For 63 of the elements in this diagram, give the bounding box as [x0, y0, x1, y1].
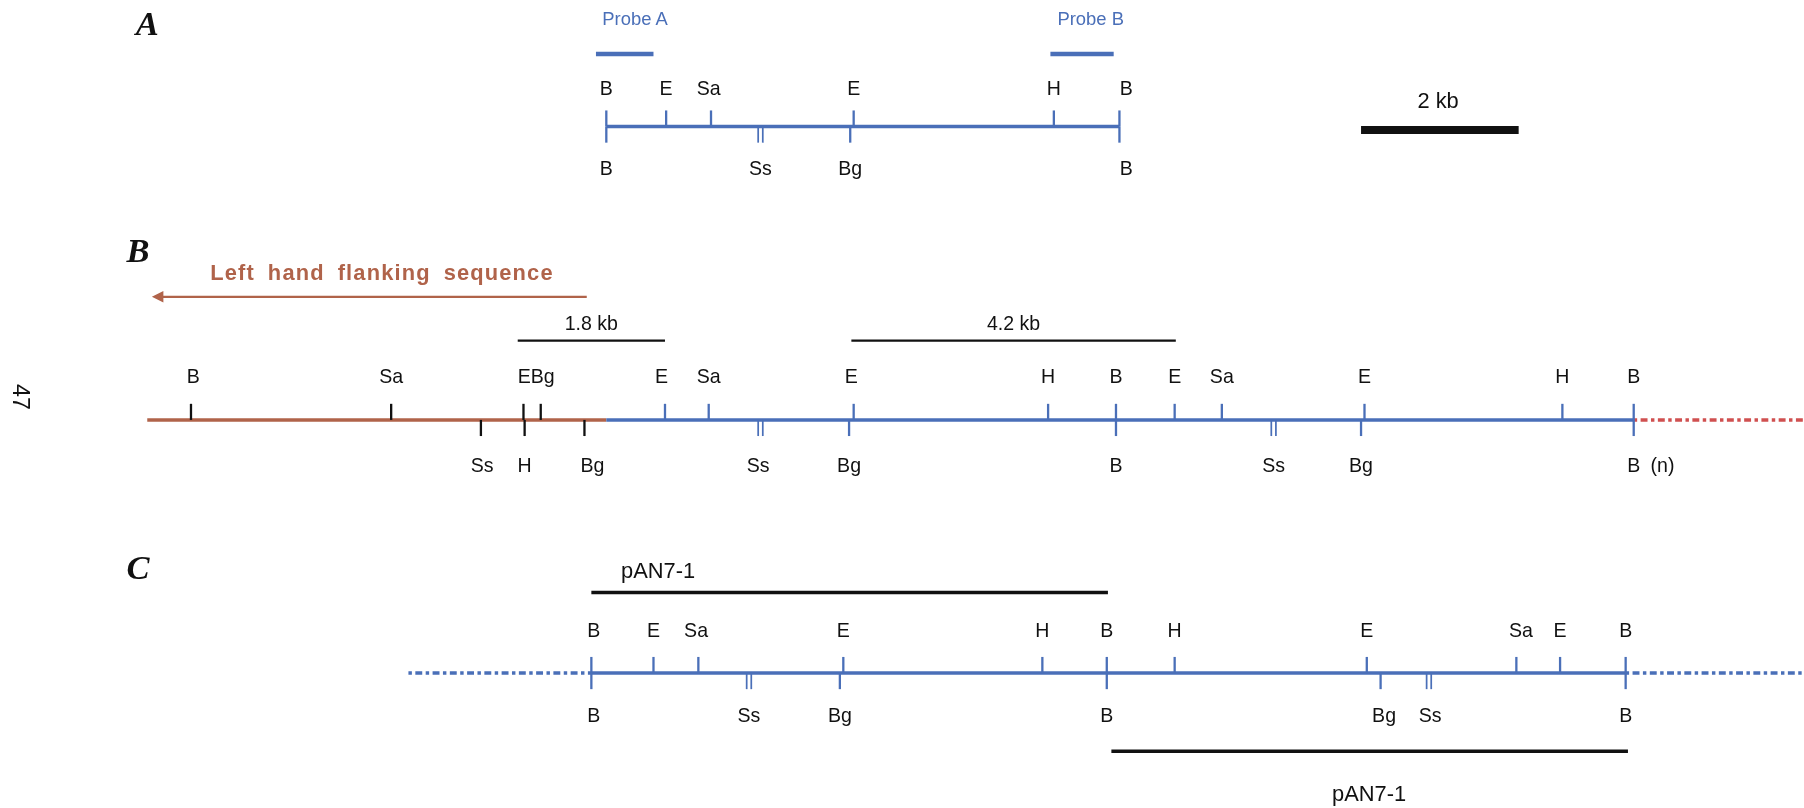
- plasmid-label: pAN7-1: [1332, 782, 1407, 805]
- site-label: E: [659, 78, 673, 99]
- site-label: B: [1119, 78, 1133, 99]
- site-label: H: [1041, 366, 1056, 386]
- site-label: B: [1100, 620, 1114, 641]
- site-label: B: [1100, 705, 1114, 726]
- site-label: E: [1357, 366, 1371, 386]
- site-label: Ss: [470, 456, 494, 476]
- site-label: E: [847, 78, 861, 99]
- site-label: E: [1168, 366, 1182, 386]
- site-label: B: [599, 159, 613, 179]
- site-label: Ss: [749, 159, 772, 179]
- site-label: B: [1109, 366, 1123, 386]
- site-label: H: [517, 456, 532, 476]
- site-label: B: [587, 705, 601, 726]
- note-label: (n): [1650, 456, 1675, 476]
- arrow-label: Left hand flanking sequence: [210, 261, 554, 284]
- plasmid-label: pAN7-1: [621, 559, 696, 582]
- site-label: Sa: [379, 366, 404, 386]
- size-label: 4.2 kb: [986, 313, 1041, 334]
- site-label: B: [1619, 705, 1633, 726]
- site-label: E: [1553, 620, 1567, 641]
- site-label: H: [1167, 620, 1182, 641]
- site-label: E: [836, 620, 850, 641]
- size-label: 1.8 kb: [564, 313, 618, 334]
- site-label: E: [646, 620, 660, 641]
- site-label: Bg: [827, 705, 852, 726]
- site-label: B: [1109, 456, 1123, 476]
- site-label: B: [186, 366, 200, 386]
- probe-label: Probe A: [602, 10, 668, 29]
- site-label: E: [1360, 620, 1374, 641]
- site-label: B: [587, 620, 601, 641]
- site-label: Sa: [1209, 366, 1234, 386]
- site-label: Ss: [737, 705, 761, 726]
- panel-letter: A: [135, 5, 159, 41]
- site-label: B: [1627, 456, 1641, 476]
- page-number: 47: [9, 384, 33, 410]
- site-label: Bg: [1349, 456, 1373, 476]
- site-label: Sa: [684, 620, 708, 641]
- site-label: Ss: [746, 456, 770, 476]
- site-label: Bg: [1372, 705, 1396, 726]
- site-label: Ss: [1262, 456, 1285, 476]
- site-label: Ss: [1418, 705, 1442, 726]
- site-label: B: [1119, 159, 1133, 179]
- site-label: Bg: [838, 159, 863, 179]
- site-label: Sa: [696, 366, 721, 386]
- site-label: EBg: [517, 366, 555, 386]
- panel-letter: C: [126, 549, 150, 585]
- site-label: B: [599, 78, 613, 99]
- site-label: H: [1035, 620, 1050, 641]
- site-label: Sa: [696, 78, 721, 99]
- site-label: H: [1555, 366, 1570, 386]
- probe-label: Probe B: [1057, 10, 1124, 29]
- site-label: B: [1627, 366, 1641, 386]
- site-label: H: [1046, 78, 1061, 99]
- site-label: Bg: [837, 456, 862, 476]
- scale-label: 2 kb: [1417, 89, 1459, 111]
- site-label: E: [844, 366, 858, 386]
- site-label: E: [655, 366, 669, 386]
- site-label: Bg: [580, 456, 605, 476]
- site-label: Sa: [1509, 620, 1533, 641]
- panel-letter: B: [126, 233, 150, 269]
- site-label: B: [1619, 620, 1633, 641]
